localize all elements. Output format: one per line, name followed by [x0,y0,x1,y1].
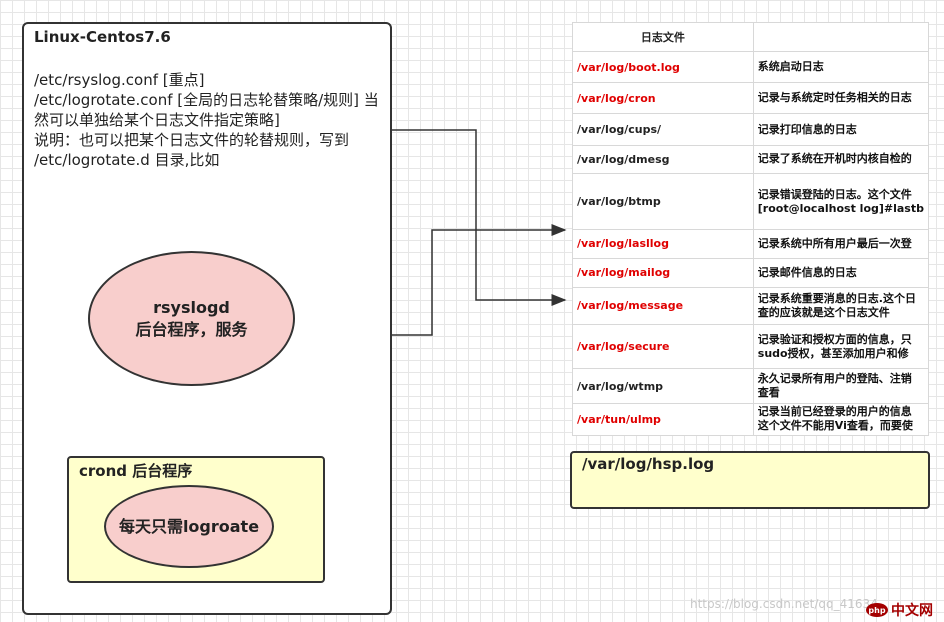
hsp-log-label: /var/log/hsp.log [582,455,715,473]
crond-title: crond 后台程序 [79,462,193,480]
config-description: /etc/rsyslog.conf [重点] /etc/logrotate.co… [34,71,379,169]
description-line: 记录错误登陆的日志。这个文件 [757,187,912,201]
table-row: /var/log/cups/记录打印信息的日志 [572,113,929,146]
description-line: 这个文件不能用Vi查看，而要使 [757,419,913,433]
description-line: 记录验证和授权方面的信息，只 [757,332,912,346]
description-line: 记录打印信息的日志 [757,122,857,136]
log-description-cell: 系统启动日志 [752,50,929,84]
log-description-cell: 记录打印信息的日志 [752,113,929,146]
log-description-cell: 记录邮件信息的日志 [752,257,929,288]
log-path-cell: /var/log/message [572,286,754,326]
log-path-cell: /var/log/mailog [572,257,754,288]
description-line: 查的应该就是这个日志文件 [757,305,890,319]
description-line: [root@localhost log]#lastb [757,201,924,215]
log-description-cell: 记录与系统定时任务相关的日志 [752,82,929,115]
logrotate-node: 每天只需logroate [104,485,274,568]
log-path-cell: /var/log/cron [572,82,754,115]
description-line: 永久记录所有用户的登陆、注销 [757,372,912,386]
description-line: 记录了系统在开机时内核自检的 [757,152,912,166]
column-header-description [752,22,929,52]
description-line: 查看 [757,386,780,400]
log-description-cell: 永久记录所有用户的登陆、注销查看 [752,368,929,404]
description-line: 记录与系统定时任务相关的日志 [757,91,912,105]
rsyslogd-node: rsyslogd 后台程序，服务 [88,251,295,386]
log-description-cell: 记录当前已经登录的用户的信息这个文件不能用Vi查看，而要使 [752,402,929,436]
php-logo-icon: php [866,603,888,617]
brand-text: 中文网 [891,603,933,619]
log-description-cell: 记录系统重要消息的日志.这个日查的应该就是这个日志文件 [752,286,929,326]
linux-title: Linux-Centos7.6 [34,28,171,46]
brand-logo: php 中文网 [866,600,933,620]
log-description-cell: 记录系统中所有用户最后一次登 [752,229,929,259]
description-line: 记录系统重要消息的日志.这个日 [757,291,916,305]
log-description-cell: 记录错误登陆的日志。这个文件[root@localhost log]#lastb [752,172,929,231]
description-line: sudo授权，甚至添加用户和修 [757,346,909,360]
log-path-cell: /var/log/btmp [572,172,754,231]
log-path-cell: /var/log/wtmp [572,368,754,404]
log-description-cell: 记录了系统在开机时内核自检的 [752,144,929,174]
description-line: 记录邮件信息的日志 [757,265,857,279]
log-path-cell: /var/tun/ulmp [572,402,754,436]
log-path-cell: /var/log/cups/ [572,113,754,146]
log-path-cell: /var/log/secure [572,324,754,370]
watermark: https://blog.csdn.net/qq_41634 [690,597,878,611]
description-line: 记录系统中所有用户最后一次登 [757,236,912,250]
arrow-config-to-message [392,129,567,306]
column-header-log-file: 日志文件 [572,22,754,52]
hsp-log-box: /var/log/hsp.log [570,451,930,509]
log-path-cell: /var/log/lasllog [572,229,754,259]
description-line: 系统启动日志 [757,60,824,74]
table-header-row: 日志文件 [572,22,929,52]
log-path-cell: /var/log/boot.log [572,50,754,84]
log-path-cell: /var/log/dmesg [572,144,754,174]
description-line: 记录当前已经登录的用户的信息 [757,405,912,419]
